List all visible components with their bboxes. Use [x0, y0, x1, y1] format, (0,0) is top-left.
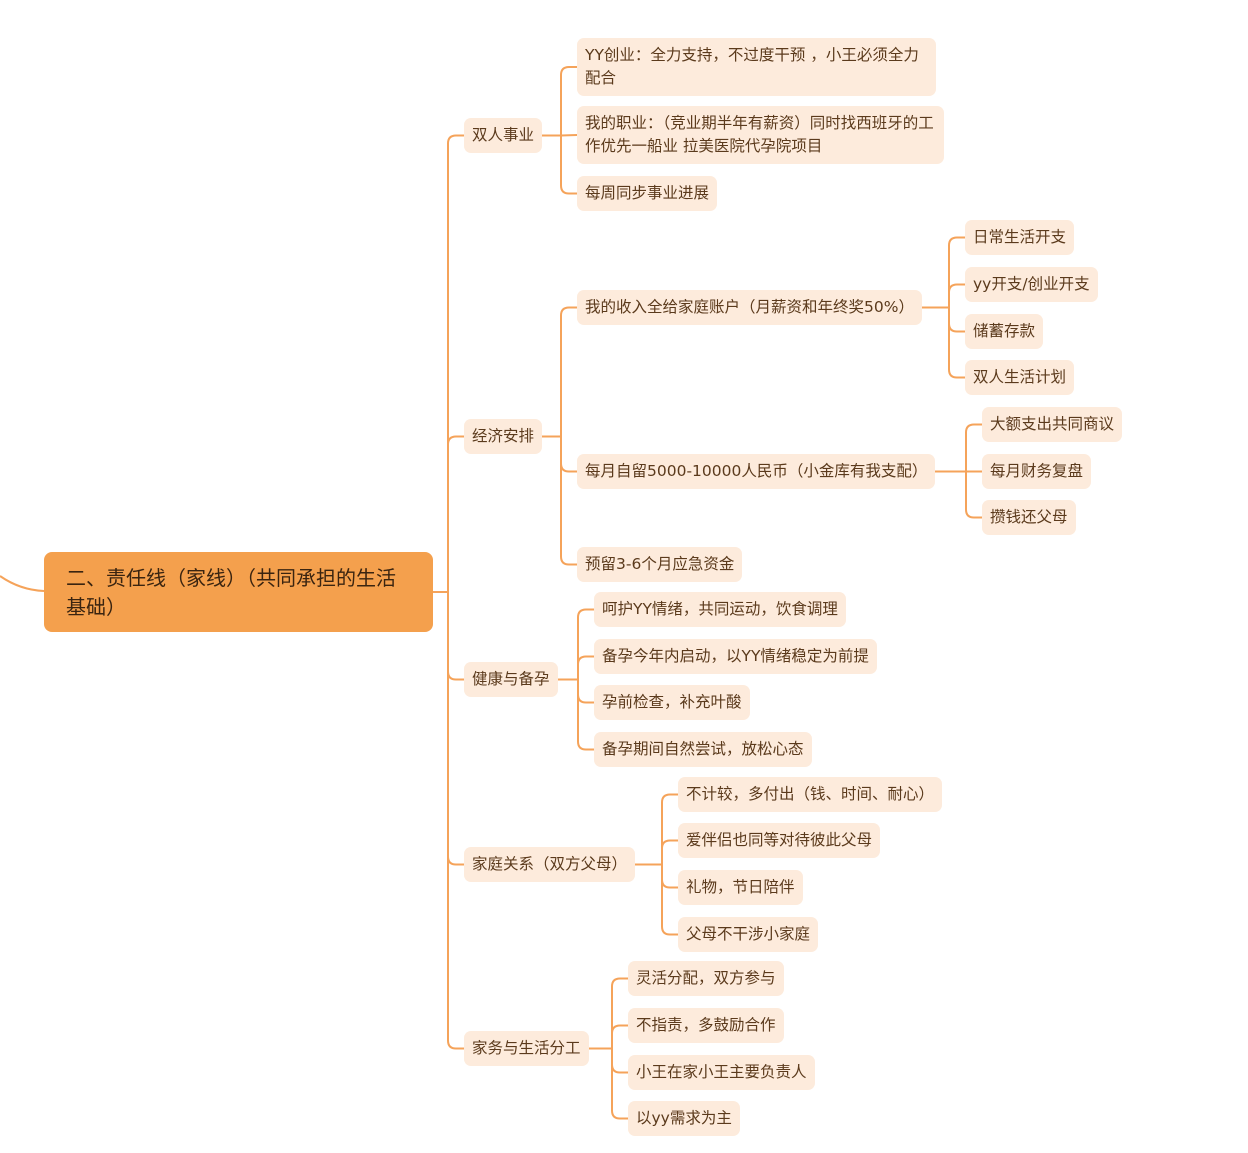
branch-health[interactable]: 健康与备孕	[464, 662, 558, 697]
branch-finance[interactable]: 经济安排	[464, 419, 543, 454]
connector-line	[560, 306, 577, 437]
topic-node[interactable]: 备孕期间自然尝试，放松心态	[594, 732, 812, 767]
topic-node[interactable]: 我的收入全给家庭账户（月薪资和年终奖50%）	[577, 290, 922, 325]
topic-node[interactable]: 每月自留5000-10000人民币（小金库有我支配）	[577, 454, 936, 489]
branch-family[interactable]: 家庭关系（双方父母）	[464, 847, 636, 882]
connector-line	[0, 575, 45, 592]
connector-line	[948, 236, 965, 308]
connector-line	[560, 135, 577, 195]
subtopic-node[interactable]: 每月财务复盘	[982, 454, 1092, 489]
branch-housework[interactable]: 家务与生活分工	[464, 1031, 589, 1066]
topic-node[interactable]: 父母不干涉小家庭	[678, 917, 819, 952]
topic-node[interactable]: 不计较，多付出（钱、时间、耐心）	[678, 777, 943, 812]
subtopic-node[interactable]: 双人生活计划	[965, 360, 1075, 395]
subtopic-node[interactable]: yy开支/创业开支	[965, 267, 1098, 302]
connector-line	[447, 435, 464, 592]
topic-node[interactable]: 每周同步事业进展	[577, 176, 718, 211]
connector-line	[965, 423, 982, 472]
connector-line	[577, 679, 594, 704]
connector-line	[948, 307, 965, 333]
connector-line	[661, 793, 678, 865]
connector-line	[661, 864, 678, 936]
connector-line	[560, 134, 578, 137]
topic-node[interactable]: 爱伴侣也同等对待彼此父母	[678, 823, 881, 858]
topic-node[interactable]: 礼物，节日陪伴	[678, 870, 803, 905]
connector-line	[611, 1024, 628, 1049]
topic-node[interactable]: 备孕今年内启动，以YY情绪稳定为前提	[594, 639, 877, 674]
connector-line	[560, 436, 577, 566]
connector-line	[948, 283, 965, 308]
topic-node[interactable]: 以yy需求为主	[628, 1101, 740, 1136]
connector-line	[611, 1048, 628, 1120]
connector-line	[447, 592, 464, 1050]
topic-node[interactable]: 灵活分配，双方参与	[628, 961, 784, 996]
connector-line	[447, 134, 464, 592]
topic-node[interactable]: 孕前检查，补充叶酸	[594, 685, 750, 720]
topic-node[interactable]: YY创业：全力支持，不过度干预 ，小王必须全力配合	[577, 38, 936, 96]
connector-line	[577, 679, 594, 751]
connector-line	[577, 608, 594, 680]
topic-node[interactable]: 预留3-6个月应急资金	[577, 547, 743, 582]
topic-node[interactable]: 不指责，多鼓励合作	[628, 1008, 784, 1043]
root-topic[interactable]: 二、责任线（家线）（共同承担的生活基础）	[44, 552, 433, 632]
topic-node[interactable]: 小王在家小王主要负责人	[628, 1055, 815, 1090]
connector-line	[560, 436, 577, 473]
connector-line	[948, 307, 965, 379]
connector-line	[447, 592, 464, 681]
connector-line	[447, 592, 464, 866]
subtopic-node[interactable]: 大额支出共同商议	[982, 407, 1123, 442]
subtopic-node[interactable]: 日常生活开支	[965, 220, 1075, 255]
connector-line	[661, 864, 678, 889]
branch-dual-career[interactable]: 双人事业	[464, 118, 543, 153]
topic-node[interactable]: 我的职业：（竞业期半年有薪资）同时找西班牙的工作优先一船业 拉美医院代孕院项目	[577, 106, 944, 164]
subtopic-node[interactable]: 储蓄存款	[965, 314, 1044, 349]
connector-line	[560, 66, 577, 136]
connector-line	[661, 839, 678, 865]
connector-line	[965, 471, 982, 519]
connector-line	[577, 655, 594, 680]
connector-line	[611, 977, 628, 1049]
connector-line	[611, 1048, 628, 1074]
topic-node[interactable]: 呵护YY情绪，共同运动，饮食调理	[594, 592, 846, 627]
subtopic-node[interactable]: 攒钱还父母	[982, 500, 1076, 535]
